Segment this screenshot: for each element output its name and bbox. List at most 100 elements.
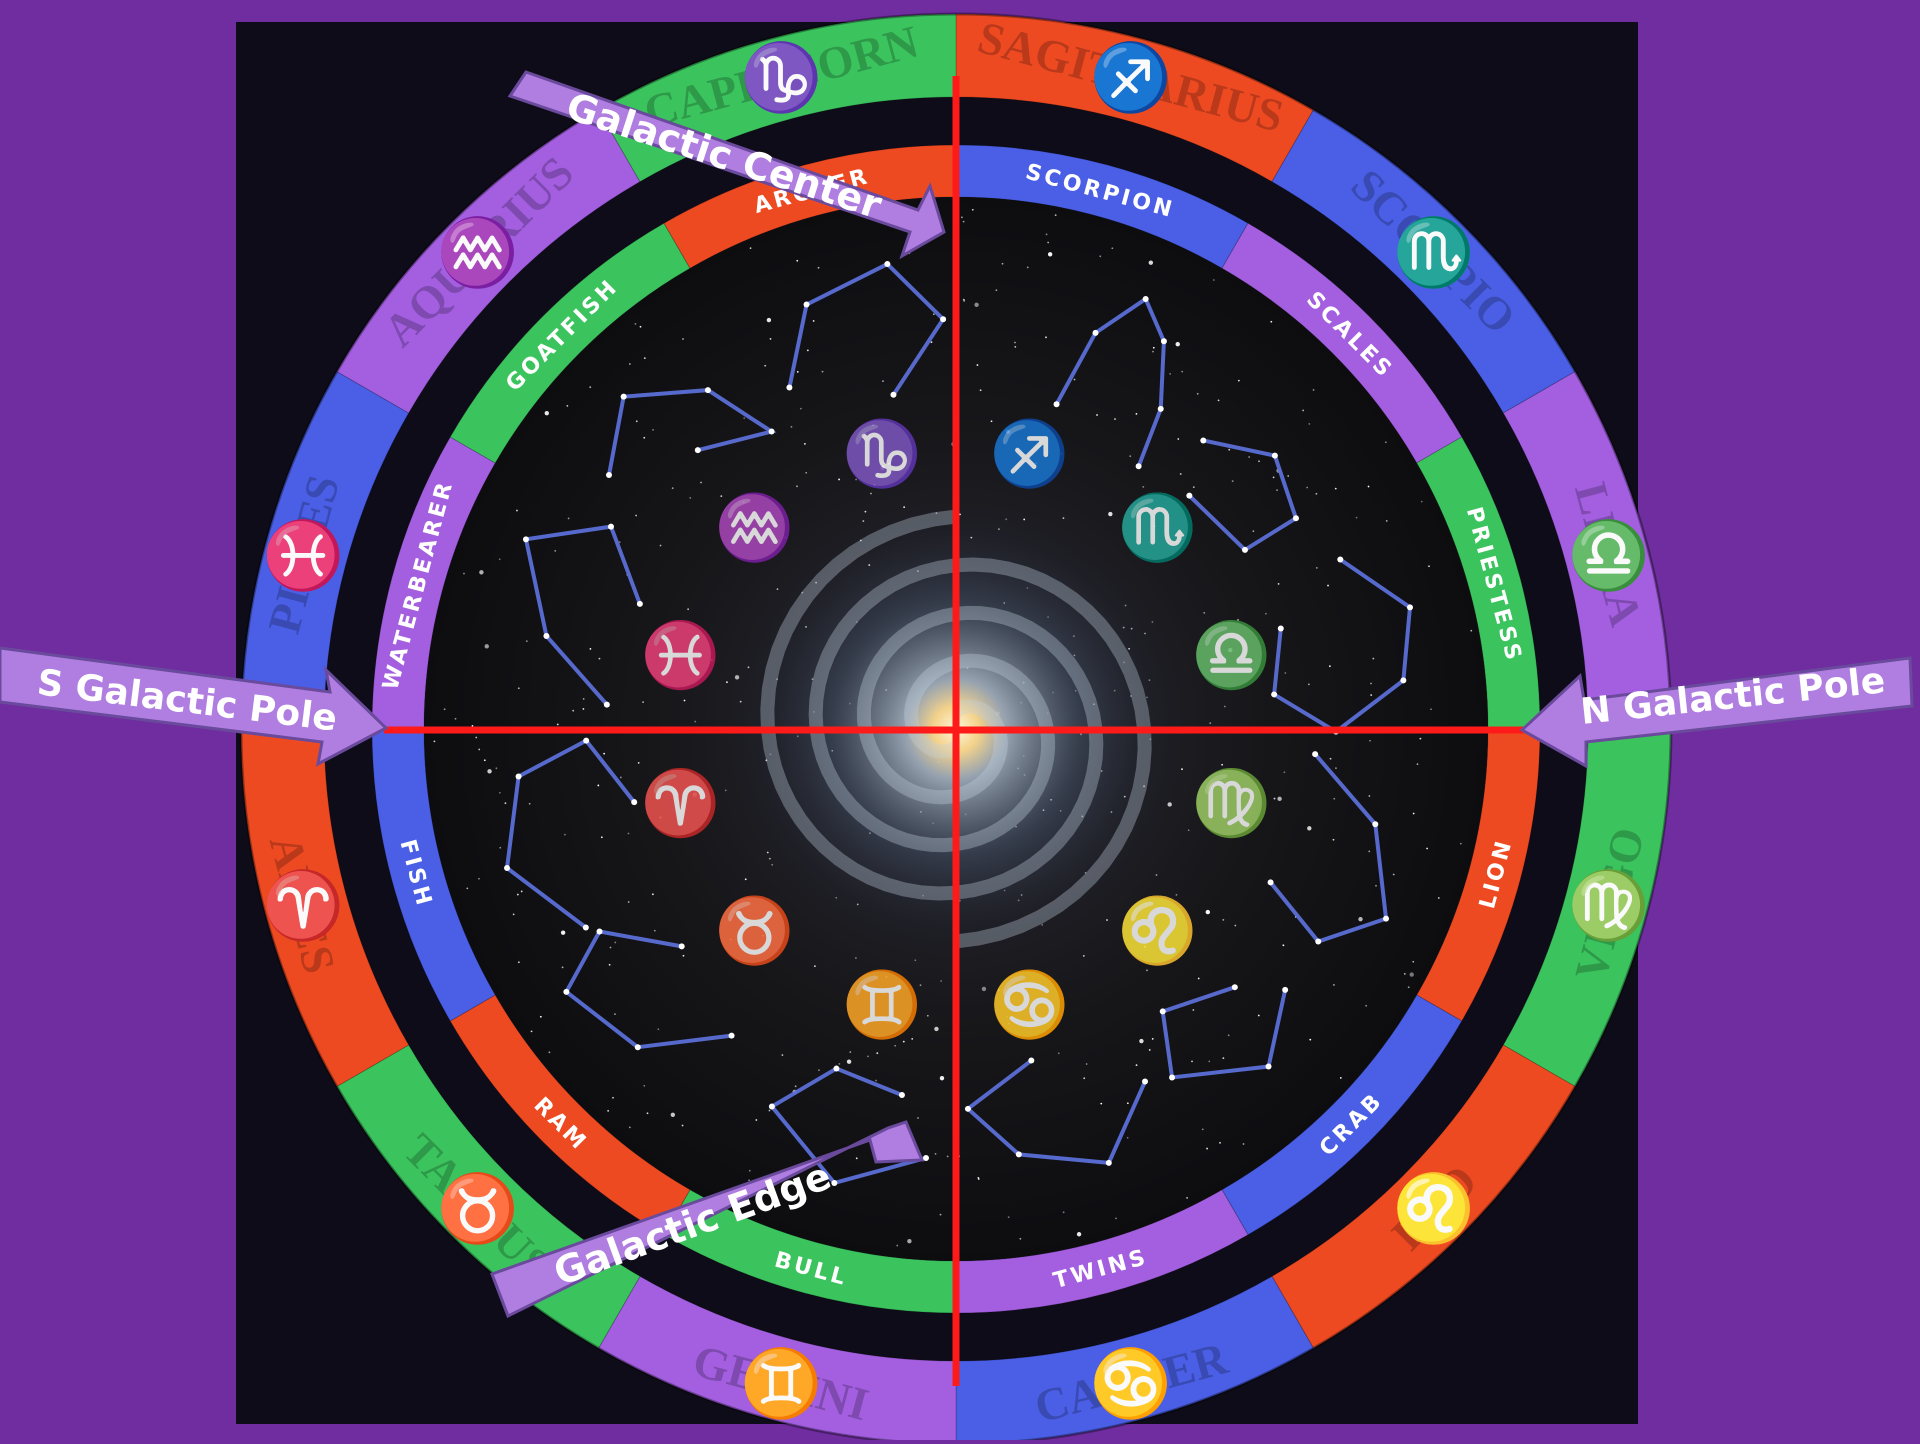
star	[1106, 919, 1108, 921]
star	[589, 648, 592, 650]
constellation-star	[1271, 452, 1278, 459]
star	[635, 420, 638, 423]
star	[1252, 530, 1255, 533]
aquarius-figure-icon: ♒	[715, 491, 795, 563]
capricorn-figure-icon: ♑	[842, 418, 922, 490]
star	[1307, 683, 1310, 686]
constellation-star	[728, 1032, 735, 1039]
star	[516, 509, 518, 512]
star	[495, 767, 498, 770]
constellation-star	[768, 428, 775, 435]
star	[692, 792, 698, 797]
constellation-star	[1372, 821, 1379, 828]
star	[1154, 525, 1157, 528]
constellation-star	[1159, 1008, 1166, 1015]
constellation-star	[1265, 1063, 1272, 1070]
star	[466, 887, 469, 890]
star	[794, 1085, 797, 1088]
star	[977, 1178, 980, 1180]
star	[556, 723, 559, 726]
star	[1221, 763, 1224, 766]
star	[1335, 767, 1337, 770]
star	[894, 1044, 897, 1047]
star	[1384, 441, 1387, 444]
star	[619, 776, 622, 779]
constellation-star	[1315, 938, 1322, 945]
star	[1426, 847, 1429, 850]
constellation-star	[1406, 604, 1413, 611]
gemini-glyph-icon: ♊	[740, 1346, 822, 1421]
star	[855, 957, 857, 959]
star	[1231, 480, 1234, 483]
star	[1368, 850, 1371, 853]
star	[870, 492, 872, 495]
star	[1115, 1217, 1117, 1220]
galactic-center-arrow	[507, 70, 946, 260]
taurus-glyph-icon: ♉	[437, 1171, 519, 1246]
star	[1114, 418, 1116, 420]
star	[755, 1119, 758, 1121]
constellation-star	[1092, 329, 1099, 336]
constellation-star	[694, 447, 701, 454]
star	[608, 963, 611, 966]
star	[1282, 944, 1285, 947]
star	[1099, 255, 1102, 258]
constellation-star	[833, 1065, 840, 1072]
star	[612, 1096, 614, 1099]
star	[934, 1026, 939, 1032]
star	[1155, 874, 1158, 876]
star	[749, 247, 752, 250]
star	[805, 471, 808, 474]
star	[926, 1014, 929, 1017]
star	[682, 954, 685, 957]
star	[917, 1117, 919, 1119]
star	[1308, 423, 1311, 425]
star	[516, 893, 519, 896]
star	[471, 724, 474, 727]
star	[1201, 1128, 1204, 1131]
pisces-glyph-icon: ♓	[262, 518, 344, 593]
star	[1062, 517, 1065, 520]
constellation-star	[606, 472, 613, 479]
star	[525, 640, 528, 643]
constellation-star	[583, 737, 590, 744]
star	[784, 536, 787, 539]
star	[653, 929, 656, 932]
constellation-star	[1015, 1151, 1022, 1158]
star	[1192, 1009, 1195, 1011]
constellation-star	[890, 391, 897, 398]
star	[1312, 389, 1315, 391]
s-galactic-pole-arrow	[0, 646, 389, 767]
star	[1307, 826, 1312, 831]
constellation-star	[786, 384, 793, 391]
star	[1409, 972, 1414, 977]
constellation-star	[620, 393, 627, 400]
star	[1082, 955, 1085, 957]
star	[974, 302, 979, 307]
star	[1083, 1077, 1086, 1080]
star	[1392, 873, 1395, 876]
star	[961, 216, 963, 219]
star	[443, 708, 446, 711]
star	[1370, 682, 1372, 685]
star	[1459, 842, 1462, 845]
aries-figure-icon: ♈	[641, 767, 721, 839]
star	[818, 1069, 820, 1072]
star	[1001, 262, 1004, 265]
star	[1129, 455, 1132, 458]
outer-ring-segment-gemini	[597, 1275, 957, 1444]
star	[1237, 619, 1239, 621]
star	[1369, 739, 1371, 742]
star	[1152, 350, 1154, 353]
star	[1179, 473, 1182, 475]
star	[907, 1238, 912, 1244]
star	[1333, 984, 1335, 986]
star	[614, 941, 617, 944]
star	[1385, 520, 1388, 522]
star	[1367, 485, 1370, 488]
star	[484, 644, 489, 649]
star	[803, 442, 806, 445]
star	[1242, 1143, 1245, 1145]
